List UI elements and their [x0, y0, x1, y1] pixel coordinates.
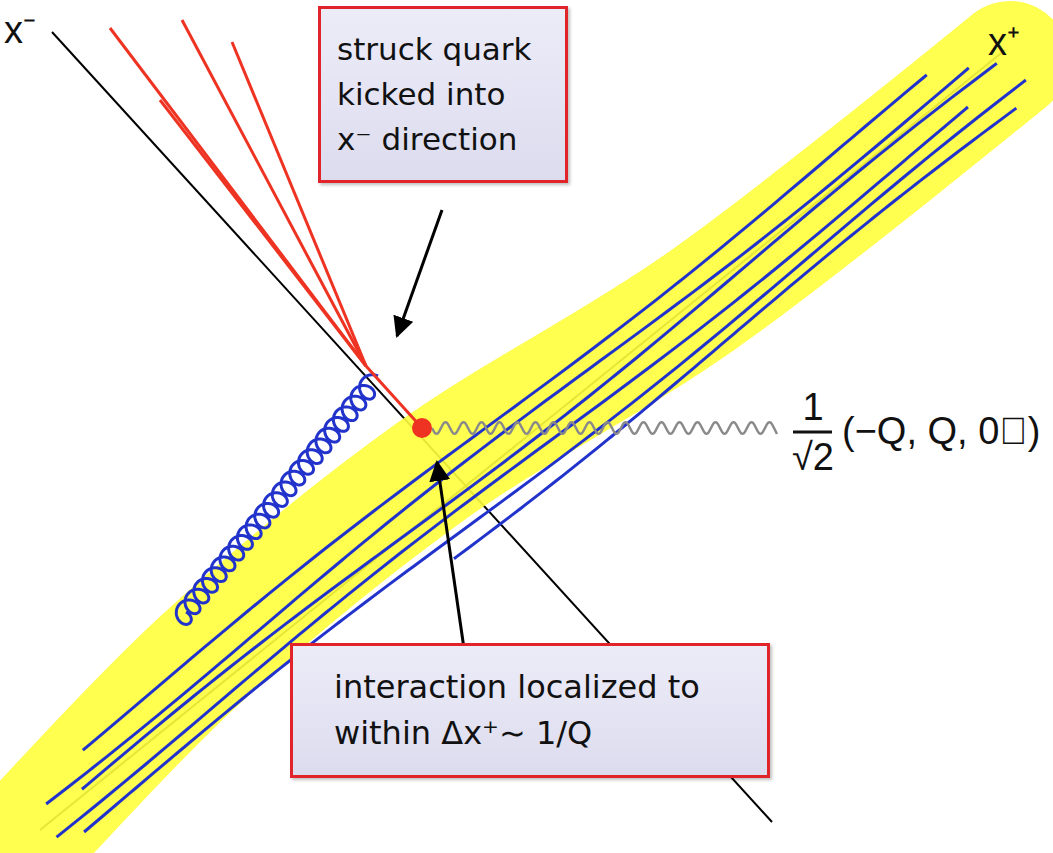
- formula-part: (−Q, Q, 0⃗): [842, 410, 1040, 453]
- callout-text: interaction localized to within Δx⁺∼ 1/Q: [334, 664, 726, 757]
- leader-arrow: [397, 210, 442, 336]
- parton-line: [84, 80, 1026, 832]
- formula-part: √2: [784, 436, 842, 479]
- vertex-dot: [412, 418, 432, 438]
- photon: [432, 422, 777, 434]
- parton-line: [57, 107, 968, 837]
- gluon: [176, 375, 378, 625]
- callout-text: struck quark kicked into x⁻ direction: [337, 27, 549, 162]
- fraction-bar: [793, 431, 832, 434]
- jet-line: [366, 366, 422, 428]
- formula-part: 1: [790, 386, 836, 429]
- photon-wave: [432, 422, 777, 434]
- gluon-coil: [176, 375, 378, 625]
- callout-box: struck quark kicked into x⁻ direction: [318, 6, 568, 183]
- axis-label: x⁺: [988, 14, 1020, 66]
- axis-label: x⁻: [4, 2, 36, 54]
- callout-box: interaction localized to within Δx⁺∼ 1/Q: [290, 643, 770, 778]
